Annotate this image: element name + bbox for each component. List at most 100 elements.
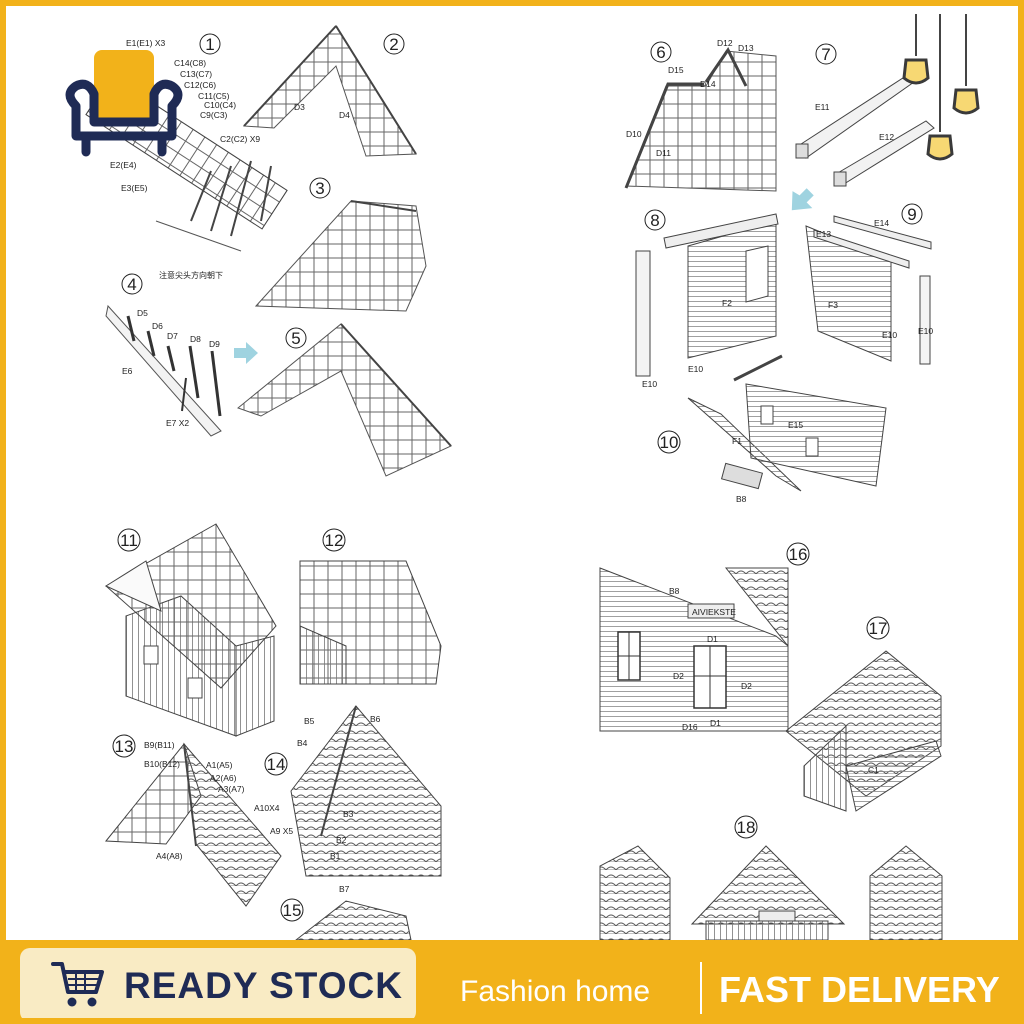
part-label: D5 (137, 308, 148, 318)
part-label: E13 (816, 229, 831, 239)
part-label: D14 (700, 79, 716, 89)
part-label: D10 (626, 129, 642, 139)
part-label: A4(A8) (156, 851, 183, 861)
step-5-diagram (236, 323, 452, 477)
step-10-diagram (687, 354, 887, 492)
part-label: E10 (918, 326, 933, 336)
part-label: D15 (668, 65, 684, 75)
step-7-diagram (791, 75, 935, 211)
part-label: A10X4 (254, 803, 280, 813)
step-12-diagram (299, 560, 442, 685)
part-label: D6 (152, 321, 163, 331)
step-numbers: 1 2 3 4 5 6 7 8 9 10 11 12 13 14 15 16 1… (112, 33, 923, 922)
step-number: 8 (650, 211, 659, 230)
part-label: C13(C7) (180, 69, 212, 79)
part-label: B8 (736, 494, 747, 504)
part-label: D7 (167, 331, 178, 341)
step-15-diagram (294, 900, 412, 941)
part-label: C2(C2) X9 (220, 134, 260, 144)
part-label: F2 (722, 298, 732, 308)
store-name: Fashion home (460, 975, 651, 1008)
step-number: 12 (325, 531, 344, 550)
step-number: 14 (267, 755, 286, 774)
part-label: A3(A7) (218, 784, 245, 794)
fast-delivery-text: FAST DELIVERY (719, 969, 1000, 1010)
part-label: E2(E4) (110, 160, 137, 170)
part-label: E12 (879, 132, 894, 142)
part-label: D1 (707, 634, 718, 644)
step-3-diagram (254, 200, 427, 312)
part-label: E6 (122, 366, 133, 376)
part-label: C10(C4) (204, 100, 236, 110)
step-number: 18 (737, 818, 756, 837)
step-6-diagram (624, 47, 777, 192)
step-18-diagram (599, 845, 943, 941)
part-label: C14(C8) (174, 58, 206, 68)
step-arrow-icon (791, 188, 814, 211)
part-label: C11(C5) (198, 91, 230, 101)
part-label: D1 (710, 718, 721, 728)
part-label: B5 (304, 716, 315, 726)
part-label: D2 (673, 671, 684, 681)
part-label: C9(C3) (200, 110, 228, 120)
part-label: E11 (815, 102, 830, 112)
pendant-lamps-icon (902, 14, 980, 161)
part-label: C1 (868, 765, 879, 775)
ready-stock-text: READY STOCK (124, 965, 403, 1006)
part-label: B10(B12) (144, 759, 180, 769)
part-label: B9(B11) (144, 740, 175, 750)
step-number: 13 (115, 737, 134, 756)
part-label: E10 (688, 364, 703, 374)
sofa-logo-icon (65, 50, 183, 157)
part-label: E3(E5) (121, 183, 148, 193)
part-label: D3 (294, 102, 305, 112)
shopping-cart-icon (51, 962, 104, 1007)
part-label: B3 (343, 809, 354, 819)
part-label: F1 (732, 436, 742, 446)
part-label: A2(A6) (210, 773, 237, 783)
part-label: D13 (738, 43, 754, 53)
step-4-diagram (105, 304, 258, 437)
step-17-diagram (785, 650, 942, 812)
step-number: 2 (389, 35, 398, 54)
step-11-diagram (104, 523, 277, 737)
part-label: D11 (656, 148, 671, 158)
step-number: 15 (283, 901, 302, 920)
part-label: A9 X5 (270, 826, 293, 836)
step-number: 3 (315, 179, 324, 198)
part-label: D8 (190, 334, 201, 344)
step-number: 4 (127, 275, 136, 294)
part-label: E1(E1) X3 (126, 38, 165, 48)
part-label: B6 (370, 714, 381, 724)
part-label: E10 (642, 379, 657, 389)
assembly-diagram: 1 2 3 4 5 6 7 8 9 10 11 12 13 14 15 16 1… (85, 25, 943, 941)
part-label: E14 (874, 218, 889, 228)
part-label: B1 (330, 851, 341, 861)
part-label: B4 (297, 738, 308, 748)
banner-divider (700, 962, 702, 1014)
part-label: A1(A5) (206, 760, 233, 770)
step-arrow-icon (234, 342, 258, 364)
part-label: F3 (828, 300, 838, 310)
step-13-diagram (104, 742, 282, 907)
part-label: D9 (209, 339, 220, 349)
part-label: D16 (682, 722, 698, 732)
part-label: E7 X2 (166, 418, 189, 428)
assembly-note: 注意尖头方向朝下 (159, 270, 223, 280)
step-number: 10 (660, 433, 679, 452)
step-number: 17 (869, 619, 888, 638)
step-8-diagram (635, 213, 779, 377)
step-16-diagram (599, 567, 789, 732)
part-label: D2 (741, 681, 752, 691)
part-label: B7 (339, 884, 350, 894)
part-label: B8 (669, 586, 680, 596)
part-label: D4 (339, 110, 350, 120)
part-label: C12(C6) (184, 80, 216, 90)
step-2-diagram (242, 25, 417, 157)
part-label: B2 (336, 835, 347, 845)
step-number: 9 (907, 205, 916, 224)
step-number: 7 (821, 45, 830, 64)
part-label: D12 (717, 38, 733, 48)
step-14-diagram (290, 705, 442, 877)
